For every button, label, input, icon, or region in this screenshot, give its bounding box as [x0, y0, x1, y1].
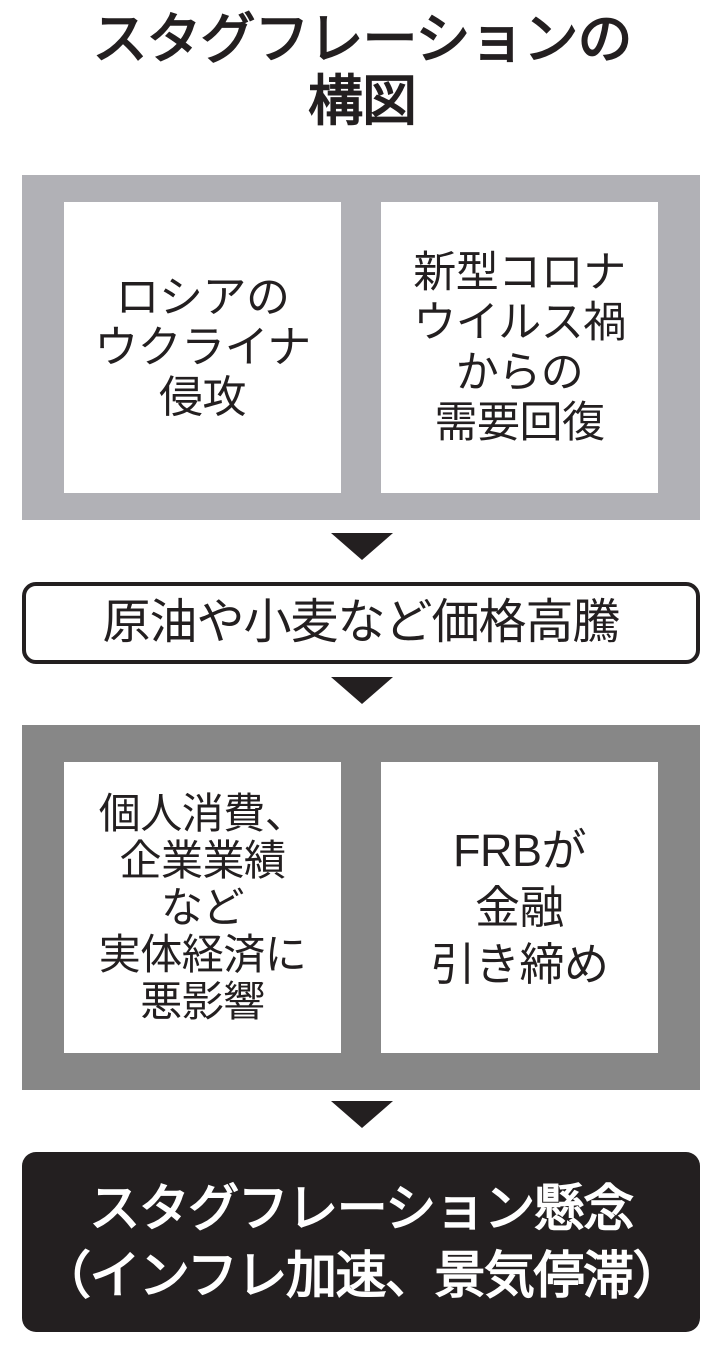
- text-line: 実体経済に: [98, 931, 307, 978]
- effect-card-frb-monetary-tightening: FRBが 金融 引き締め: [381, 762, 658, 1053]
- text-line: からの: [455, 348, 584, 397]
- text-line: 新型コロナ: [413, 248, 626, 297]
- text-line: 需要回復: [434, 398, 605, 447]
- conclusion-line-1: スタグフレーション懸念: [89, 1180, 634, 1237]
- cause-card-russia-ukraine-invasion-text: ロシアの ウクライナ 侵攻: [94, 273, 311, 423]
- page-title: スタグフレーションの 構図: [0, 8, 724, 132]
- effect-card-real-economy-impact-text: 個人消費、 企業業績 など 実体経済に 悪影響: [99, 790, 307, 1025]
- effects-panel: 個人消費、 企業業績 など 実体経済に 悪影響 FRBが 金融 引き締め: [22, 725, 700, 1090]
- price-surge-band-text: 原油や小麦など価格高騰: [102, 596, 620, 649]
- text-line: 引き締め: [430, 939, 609, 990]
- arrow-down-icon-prices-to-effects: [331, 677, 393, 704]
- text-line: FRBが: [452, 825, 587, 876]
- arrow-down-icon-effects-to-conclusion: [331, 1101, 393, 1128]
- text-line: 金融: [474, 882, 565, 933]
- cause-card-russia-ukraine-invasion: ロシアの ウクライナ 侵攻: [64, 202, 341, 493]
- text-line: など: [160, 884, 245, 931]
- effect-card-frb-monetary-tightening-text: FRBが 金融 引き締め: [430, 822, 609, 993]
- text-line: 侵攻: [159, 372, 246, 422]
- text-line: ウイルス禍: [413, 298, 626, 347]
- page-title-line-1: スタグフレーションの: [92, 8, 633, 70]
- conclusion-box: スタグフレーション懸念 （インフレ加速、景気停滞）: [22, 1152, 700, 1332]
- text-line: ロシアの: [115, 272, 290, 322]
- conclusion-line-2: （インフレ加速、景気停滞）: [40, 1247, 683, 1304]
- text-line: 企業業績: [119, 837, 286, 884]
- text-line: 悪影響: [140, 978, 265, 1025]
- causes-panel: ロシアの ウクライナ 侵攻 新型コロナ ウイルス禍 からの 需要回復: [22, 175, 700, 520]
- conclusion-text: スタグフレーション懸念 （インフレ加速、景気停滞）: [40, 1175, 683, 1309]
- text-line: 個人消費、: [98, 790, 307, 837]
- effect-card-real-economy-impact: 個人消費、 企業業績 など 実体経済に 悪影響: [64, 762, 341, 1053]
- cause-card-covid-demand-recovery: 新型コロナ ウイルス禍 からの 需要回復: [381, 202, 658, 493]
- cause-card-covid-demand-recovery-text: 新型コロナ ウイルス禍 からの 需要回復: [413, 248, 626, 448]
- arrow-down-icon-causes-to-prices: [331, 533, 393, 560]
- page-title-line-2: 構図: [307, 70, 417, 132]
- text-line: ウクライナ: [94, 322, 311, 372]
- price-surge-band: 原油や小麦など価格高騰: [22, 582, 700, 664]
